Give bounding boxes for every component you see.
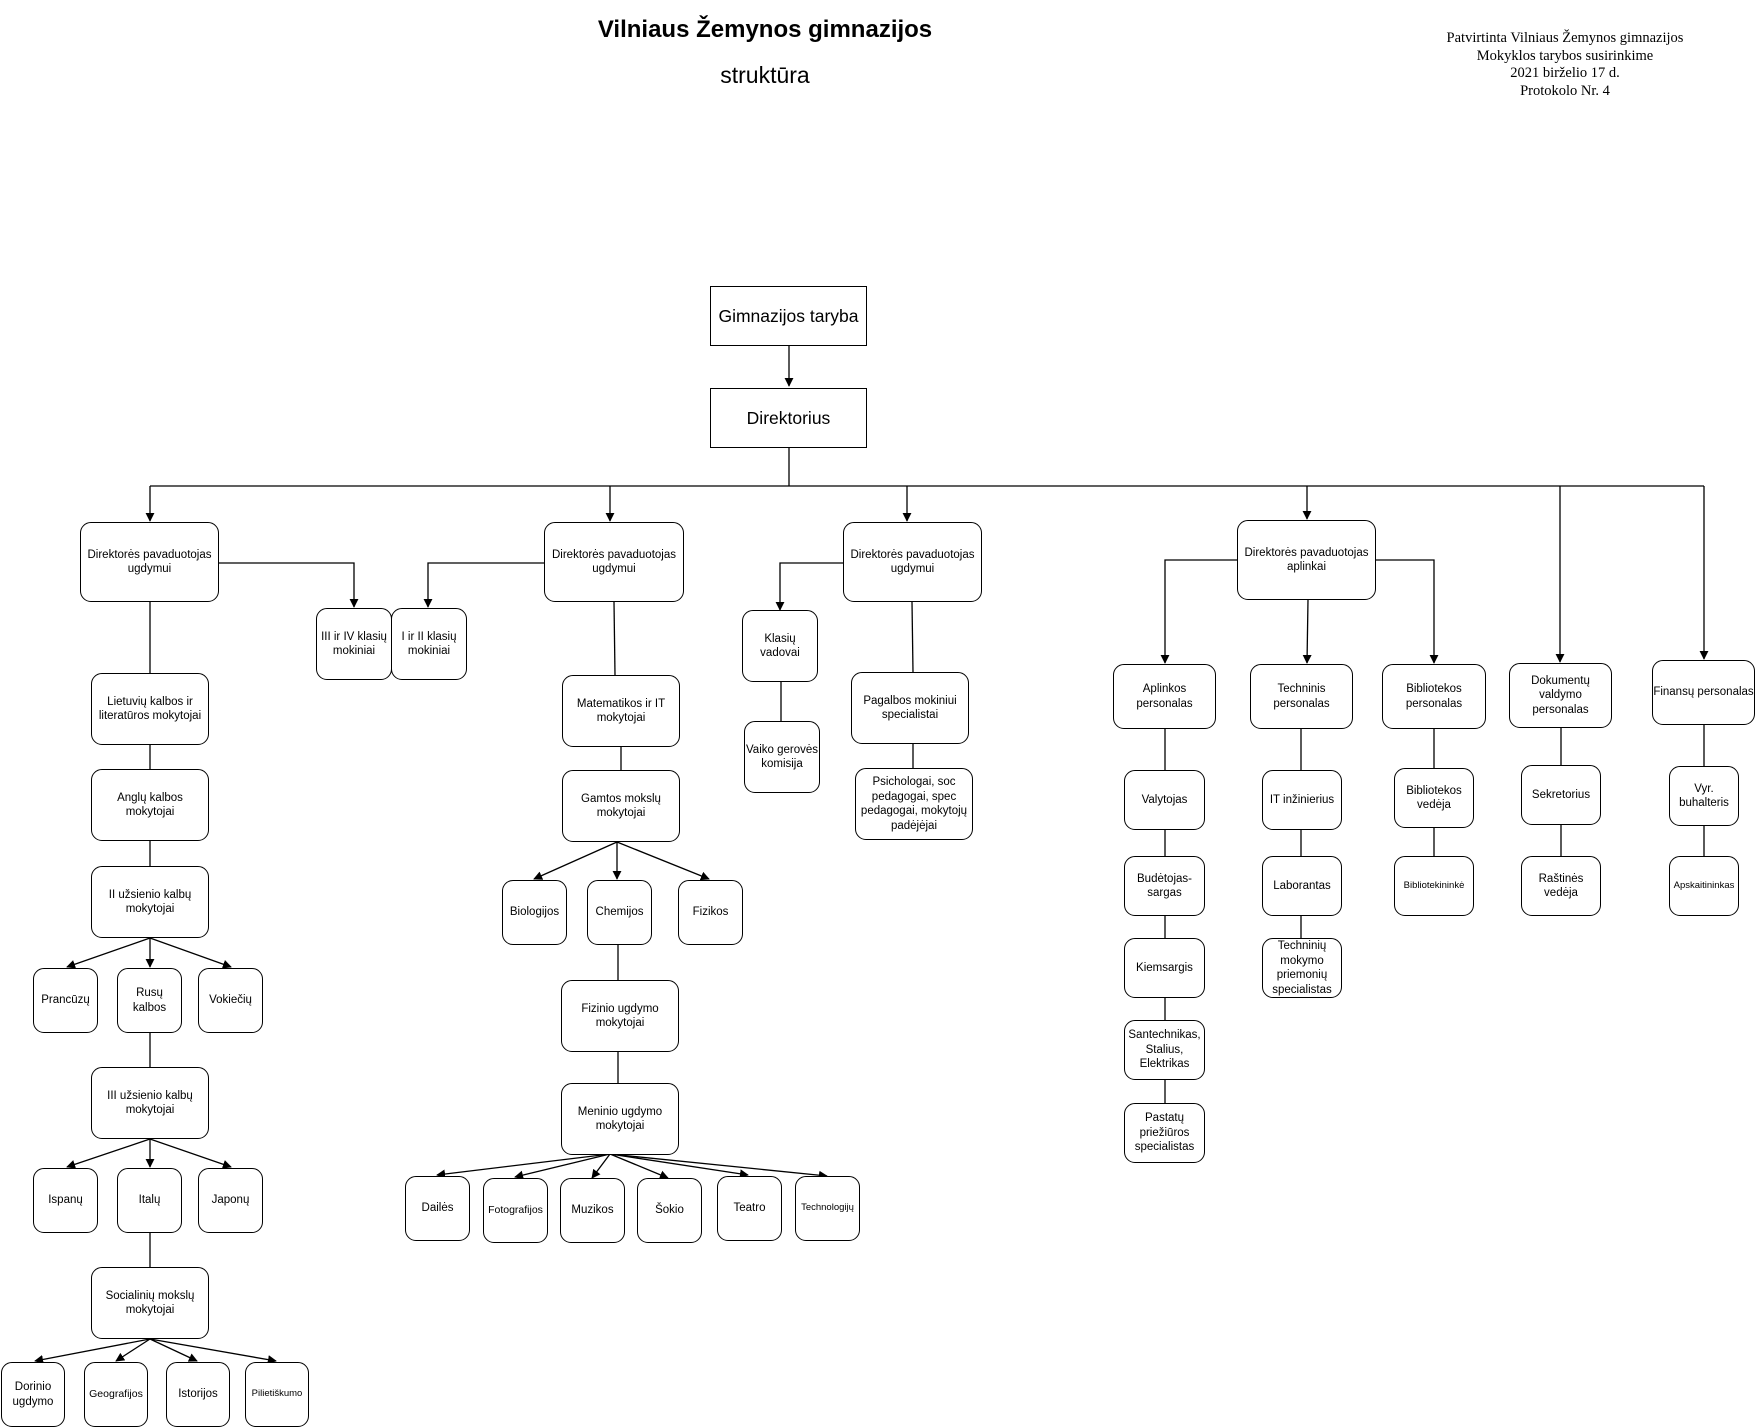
node-bibliotekos-vedeja: Bibliotekos vedėja xyxy=(1394,768,1474,828)
node-vokieciu: Vokiečių xyxy=(198,968,263,1033)
node-iii-iv-klasiu-mokiniai: III ir IV klasių mokiniai xyxy=(316,608,392,680)
connector xyxy=(911,601,914,673)
node-istorijos: Istorijos xyxy=(166,1362,230,1427)
approval-line: Protokolo Nr. 4 xyxy=(1520,82,1610,99)
connector xyxy=(66,1138,151,1169)
connector xyxy=(1302,599,1312,664)
approval-line: Mokyklos tarybos susirinkime xyxy=(1476,47,1654,64)
node-techninis-personalas: Techninis personalas xyxy=(1250,664,1353,729)
connector xyxy=(149,937,232,969)
connector xyxy=(1160,559,1237,664)
node-bibliotekininke: Bibliotekininkė xyxy=(1394,856,1474,916)
connector xyxy=(533,841,618,880)
node-biologijos: Biologijos xyxy=(502,880,567,945)
node-dailes: Dailės xyxy=(405,1176,470,1241)
node-meninio-ugdymo-mokytojai: Meninio ugdymo mokytojai xyxy=(561,1083,679,1155)
node-ispanu: Ispanų xyxy=(33,1168,98,1233)
node-pavaduotojas-ugdymui-1: Direktorės pavaduotojas ugdymui xyxy=(80,522,219,602)
node-techniniu-mokymo-priemoniu-specialistas: Techninių mokymo priemonių specialistas xyxy=(1262,938,1342,998)
node-fizikos: Fizikos xyxy=(678,880,743,945)
connector xyxy=(219,562,359,608)
node-budetojas-sargas: Budėtojas-sargas xyxy=(1124,856,1205,916)
connector xyxy=(1376,559,1439,664)
connector xyxy=(609,1153,828,1180)
connector xyxy=(66,937,151,969)
connector xyxy=(436,1153,611,1179)
node-japonu: Japonų xyxy=(198,1168,263,1233)
node-geografijos: Geografijos xyxy=(84,1362,148,1427)
connector xyxy=(775,562,843,611)
node-vaiko-geroves-komisija: Vaiko gerovės komisija xyxy=(744,721,820,793)
node-fizinio-ugdymo-mokytojai: Fizinio ugdymo mokytojai xyxy=(561,980,679,1052)
page-subtitle: struktūra xyxy=(720,62,810,88)
approval-line: 2021 birželio 17 d. xyxy=(1510,65,1620,81)
connector xyxy=(149,1338,277,1365)
node-direktorius: Direktorius xyxy=(710,388,867,448)
node-ii-uzsienio-kalbu-mokytojai: II užsienio kalbų mokytojai xyxy=(91,866,209,938)
node-anglu-kalbos-mokytojai: Anglų kalbos mokytojai xyxy=(91,769,209,841)
page-title: Vilniaus Žemynos gimnazijos xyxy=(597,16,933,43)
node-valytojas: Valytojas xyxy=(1124,770,1205,830)
node-pavaduotojas-aplinkai: Direktorės pavaduotojas aplinkai xyxy=(1237,520,1376,600)
node-teatro: Teatro xyxy=(717,1176,782,1241)
node-pilietiskumo: Pilietiškumo xyxy=(245,1362,309,1427)
node-pavaduotojas-ugdymui-3: Direktorės pavaduotojas ugdymui xyxy=(843,522,982,602)
node-finansu-personalas: Finansų personalas xyxy=(1652,660,1755,725)
connector xyxy=(609,1153,749,1179)
node-sekretorius: Sekretorius xyxy=(1521,765,1601,825)
node-gimnazijos-taryba: Gimnazijos taryba xyxy=(710,286,867,346)
connector xyxy=(514,1153,611,1180)
node-sokio: Šokio xyxy=(637,1178,702,1243)
node-italu: Italų xyxy=(117,1168,182,1233)
node-dokumentu-valdymo-personalas: Dokumentų valdymo personalas xyxy=(1509,663,1612,728)
node-apskaitininkas: Apskaitininkas xyxy=(1669,856,1739,916)
connector xyxy=(609,1153,669,1180)
node-rastines-vedeja: Raštinės vedėja xyxy=(1521,856,1601,916)
node-socialiniu-mokslu-mokytojai: Socialinių mokslų mokytojai xyxy=(91,1267,209,1339)
node-prancuzu: Prancūzų xyxy=(33,968,98,1033)
node-pagalbos-mokiniui-specialistai: Pagalbos mokiniui specialistai xyxy=(851,672,969,744)
connector xyxy=(423,562,544,608)
node-vyr-buhalteris: Vyr. buhalteris xyxy=(1669,766,1739,826)
node-santechnikas: Santechnikas, Stalius, Elektrikas xyxy=(1124,1020,1205,1080)
node-rusu-kalbos: Rusų kalbos xyxy=(117,968,182,1033)
connector xyxy=(591,1153,611,1179)
node-kiemsargis: Kiemsargis xyxy=(1124,938,1205,998)
node-laborantas: Laborantas xyxy=(1262,856,1342,916)
node-klasiu-vadovai: Klasių vadovai xyxy=(742,610,818,682)
connector xyxy=(115,1338,151,1362)
node-bibliotekos-personalas: Bibliotekos personalas xyxy=(1382,664,1486,729)
connector xyxy=(149,1338,198,1362)
approval-line: Patvirtinta Vilniaus Žemynos gimnazijos xyxy=(1446,30,1684,46)
connector xyxy=(149,1138,232,1169)
node-it-inzinierius: IT inžinierius xyxy=(1262,770,1342,830)
approval-note: Patvirtinta Vilniaus Žemynos gimnazijos … xyxy=(1410,30,1720,100)
connector xyxy=(34,1338,151,1364)
node-iii-uzsienio-kalbu-mokytojai: III užsienio kalbų mokytojai xyxy=(91,1067,209,1139)
node-technologiju: Technologijų xyxy=(795,1176,860,1241)
node-pastatu-prieziuros-specialistas: Pastatų priežiūros specialistas xyxy=(1124,1103,1205,1163)
node-pavaduotojas-ugdymui-2: Direktorės pavaduotojas ugdymui xyxy=(544,522,684,602)
node-muzikos: Muzikos xyxy=(560,1178,625,1243)
node-matematikos-ir-it-mokytojai: Matematikos ir IT mokytojai xyxy=(562,675,680,747)
node-lietuviu-kalbos-mokytojai: Lietuvių kalbos ir literatūros mokytojai xyxy=(91,673,209,745)
node-psichologai: Psichologai, soc pedagogai, spec pedagog… xyxy=(855,768,973,840)
node-fotografijos: Fotografijos xyxy=(483,1178,548,1243)
node-gamtos-mokslu-mokytojai: Gamtos mokslų mokytojai xyxy=(562,770,680,842)
node-i-ii-klasiu-mokiniai: I ir II klasių mokiniai xyxy=(391,608,467,680)
connector xyxy=(616,841,710,881)
node-chemijos: Chemijos xyxy=(587,880,652,945)
node-aplinkos-personalas: Aplinkos personalas xyxy=(1113,664,1216,729)
node-dorinio-ugdymo: Dorinio ugdymo xyxy=(1,1362,65,1427)
connector xyxy=(613,601,616,676)
